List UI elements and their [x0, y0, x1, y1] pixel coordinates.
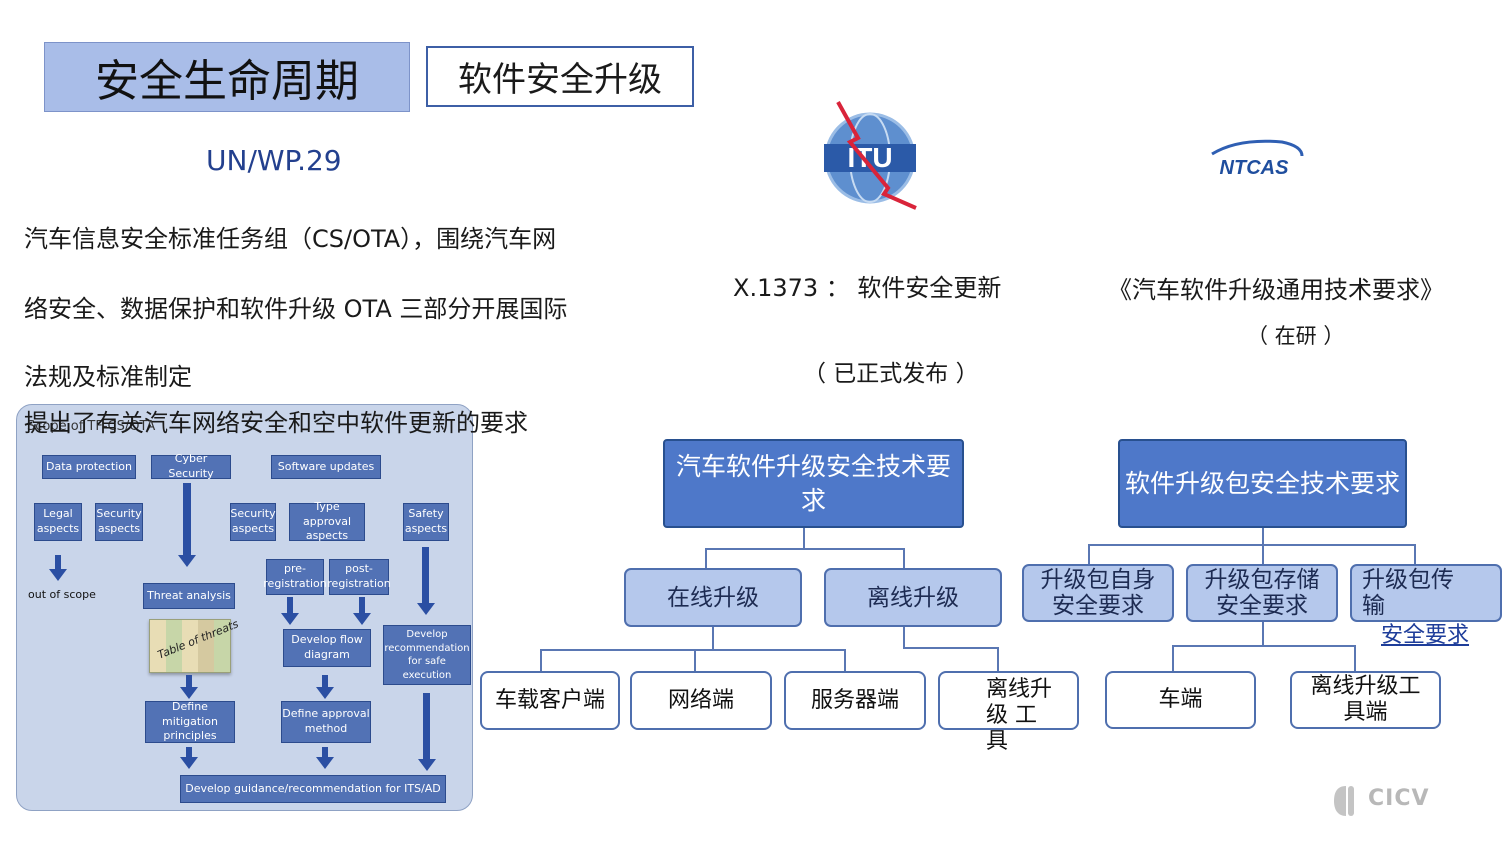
down-arrow-icon — [186, 675, 192, 687]
develop-guidance-box: Develop guidance/recommendation for ITS/… — [180, 775, 446, 803]
down-arrow-icon — [55, 555, 61, 569]
data-protection-box: Data protection — [42, 455, 136, 479]
tree-left-leaf-offline-tool: 离线升级 工具 — [938, 671, 1079, 754]
out-of-scope-label: out of scope — [28, 588, 96, 601]
down-arrow-icon — [423, 693, 430, 759]
software-updates-box: Software updates — [271, 455, 381, 479]
footer-brand: CICV — [1368, 786, 1430, 811]
define-mitigation-box: Define mitigation principles — [145, 700, 235, 743]
itu-standard-title: X.1373 ： 软件安全更新 — [733, 274, 1002, 302]
scope-diagram: Scope of TF-CS/OTA Data protection Cyber… — [16, 404, 473, 811]
define-approval-box: Define approval method — [281, 701, 371, 743]
safety-aspects-box: Safety aspects — [403, 503, 449, 541]
tree-right-leaf-vehicle: 车端 — [1105, 671, 1256, 729]
ntcas-standard-title: 《汽车软件升级通用技术要求》 — [1108, 276, 1444, 304]
security-aspects-box: Security aspects — [95, 503, 143, 541]
cyber-security-box: Cyber Security — [151, 452, 231, 480]
down-arrow-icon — [322, 747, 328, 757]
tree-left-leaf-network: 网络端 — [630, 671, 772, 730]
unwp-text-line-1: 汽车信息安全标准任务组（CS/OTA），围绕汽车网 — [24, 225, 557, 253]
itu-status: （ 已正式发布 ） — [803, 361, 979, 387]
tree-right-leaf-offline-tool: 离线升级工具端 — [1290, 671, 1441, 729]
tree-left-child-online: 在线升级 — [624, 568, 802, 627]
tree-right-root: 软件升级包安全技术要求 — [1118, 439, 1407, 528]
down-arrow-icon — [186, 747, 192, 757]
down-arrow-icon — [183, 483, 191, 555]
down-arrow-icon — [359, 597, 365, 613]
tree-right-child-transfer: 升级包传输 — [1350, 564, 1502, 622]
ntcas-logo-text: NTCAS — [1220, 157, 1290, 179]
down-arrow-icon — [322, 675, 328, 687]
tree-left-leaf-server: 服务器端 — [784, 671, 926, 730]
page-title: 安全生命周期 — [44, 42, 410, 112]
page-subtitle: 软件安全升级 — [426, 46, 694, 107]
tree-right-overflow-text: 安全要求 — [1381, 623, 1470, 648]
unwp-text-line-4: 提出了有关汽车网络安全和空中软件更新的要求 — [24, 409, 528, 437]
pre-registration-box: pre-registration — [263, 559, 327, 595]
threat-analysis-box: Threat analysis — [143, 583, 235, 609]
legal-aspects-box: Legal aspects — [34, 503, 82, 541]
tree-left-leaf-vehicle-client: 车载客户端 — [480, 671, 620, 730]
threat-table-image — [149, 619, 231, 673]
ntcas-status: （ 在研 ） — [1247, 324, 1345, 348]
tree-right-child-transfer-label: 升级包传输 — [1362, 567, 1454, 619]
down-arrow-icon — [422, 547, 429, 603]
itu-logo-icon: ITU — [824, 101, 917, 210]
type-approval-box: Type approval aspects — [289, 500, 365, 542]
cicv-logo-icon — [1334, 786, 1354, 816]
security-aspects-box: Security aspects — [230, 503, 276, 541]
unwp-label: UN/WP.29 — [206, 144, 342, 177]
tree-left-leaf-offline-tool-label: 离线升级 工具 — [986, 677, 1053, 754]
unwp-text-line-3: 法规及标准制定 — [24, 363, 192, 391]
develop-recommendation-box: Develop recommendation for safe executio… — [383, 625, 471, 685]
tree-right-child-self: 升级包自身安全要求 — [1022, 564, 1174, 622]
down-arrow-icon — [287, 597, 293, 613]
tree-left-root: 汽车软件升级安全技术要求 — [663, 439, 964, 528]
post-registration-box: post-registration — [327, 559, 391, 595]
develop-flow-box: Develop flow diagram — [283, 629, 371, 667]
unwp-text-line-2: 络安全、数据保护和软件升级 OTA 三部分开展国际 — [24, 295, 568, 323]
scope-label: Scope of TF-CS/OTA — [27, 419, 156, 434]
tree-left-child-offline: 离线升级 — [824, 568, 1002, 627]
tree-right-child-storage: 升级包存储安全要求 — [1186, 564, 1338, 622]
ntcas-logo-icon: NTCAS — [1211, 139, 1304, 179]
